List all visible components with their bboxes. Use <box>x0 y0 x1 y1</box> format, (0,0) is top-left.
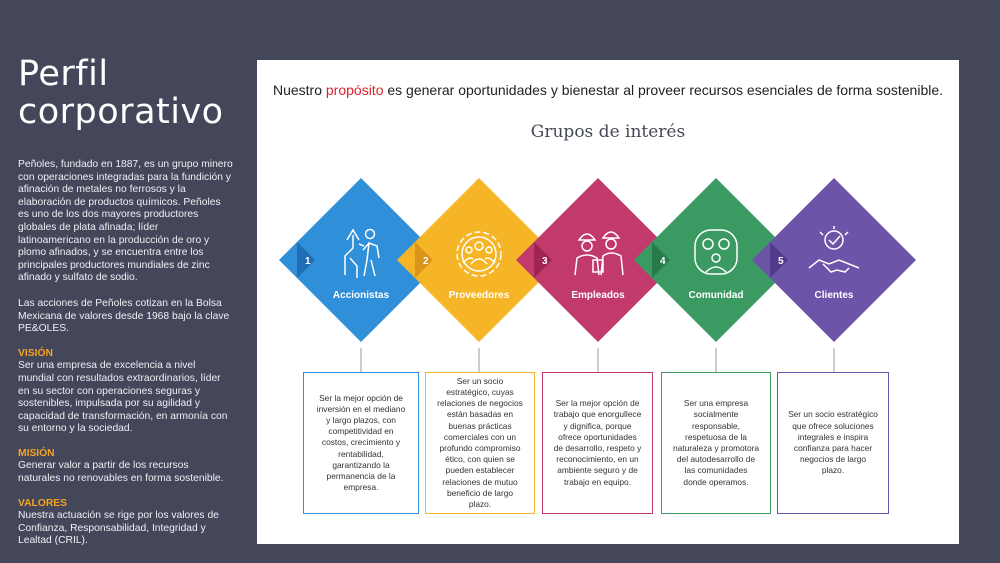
purpose-post: es generar oportunidades y bienestar al … <box>383 82 944 98</box>
valores-title: VALORES <box>18 497 68 509</box>
mision-title: MISIÓN <box>18 447 55 459</box>
groups-diagram: 1 Accionistas 2 <box>279 178 916 372</box>
group-number-3: 3 <box>542 256 548 267</box>
vision-title: VISIÓN <box>18 347 53 359</box>
connector-lines <box>360 348 835 372</box>
group-name-5: Clientes <box>815 290 854 301</box>
number-tab-2 <box>415 242 433 278</box>
description-box-3: Ser la mejor opción de trabajo que enorg… <box>542 372 653 514</box>
page-title: Perfil corporativo <box>18 55 233 131</box>
description-empleados: Ser la mejor opción de trabajo que enorg… <box>553 398 642 487</box>
intro-text: Peñoles, fundado en 1887, es un grupo mi… <box>18 159 233 284</box>
stakeholders-panel: Nuestro propósito es generar oportunidad… <box>257 60 959 544</box>
vision-text: Ser una empresa de excelencia a nivel mu… <box>18 360 228 435</box>
description-proveedores: Ser un socio estratégico, cuyas relacion… <box>437 375 523 510</box>
growth-arrow-person-icon <box>344 228 380 278</box>
community-icon <box>694 229 738 275</box>
diamond-proveedores <box>397 178 561 342</box>
groups-title: Grupos de interés <box>530 122 686 142</box>
number-tab-1 <box>297 242 315 278</box>
group-number-1: 1 <box>305 256 311 267</box>
shares-text: Las acciones de Peñoles cotizan en la Bo… <box>18 297 230 335</box>
group-name-2: Proveedores <box>449 290 510 301</box>
diamond-comunidad <box>634 178 798 342</box>
handshake-check-icon <box>808 226 860 273</box>
group-proveedores: 2 Proveedores <box>397 178 561 342</box>
diamond-clientes <box>752 178 916 342</box>
gear-people-icon <box>456 231 502 277</box>
purpose-statement: Nuestro propósito es generar oportunidad… <box>257 82 959 98</box>
valores-text: Nuestra actuación se rige por los valore… <box>18 510 219 547</box>
description-accionistas: Ser la mejor opción de inversión en el m… <box>316 392 406 493</box>
group-accionistas: 1 Accionistas <box>279 178 443 342</box>
group-name-4: Comunidad <box>689 290 744 301</box>
mision-text: Generar valor a partir de los recursos n… <box>18 460 224 485</box>
number-tab-4 <box>652 242 670 278</box>
number-tab-3 <box>534 242 552 278</box>
purpose-pre: Nuestro <box>272 82 326 98</box>
description-comunidad: Ser una empresa socialmente responsable,… <box>672 398 760 487</box>
group-number-2: 2 <box>423 256 429 267</box>
group-number-5: 5 <box>778 256 784 267</box>
workers-icon <box>574 231 624 276</box>
group-comunidad: 4 Comunidad <box>634 178 798 342</box>
description-box-1: Ser la mejor opción de inversión en el m… <box>303 372 419 514</box>
group-name-1: Accionistas <box>333 290 390 301</box>
diamond-accionistas <box>279 178 443 342</box>
group-number-4: 4 <box>660 256 666 267</box>
number-tab-5 <box>770 242 788 278</box>
group-clientes: 5 Clientes <box>752 178 916 342</box>
description-box-2: Ser un socio estratégico, cuyas relacion… <box>425 372 535 514</box>
title-line-2: corporativo <box>18 92 224 132</box>
description-box-5: Ser un socio estratégico que ofrece solu… <box>777 372 889 514</box>
description-clientes: Ser un socio estratégico que ofrece solu… <box>788 409 878 476</box>
title-line-1: Perfil <box>18 54 109 94</box>
description-box-4: Ser una empresa socialmente responsable,… <box>661 372 771 514</box>
sidebar: Perfil corporativo Peñoles, fundado en 1… <box>18 55 233 548</box>
group-name-3: Empleados <box>571 290 625 301</box>
group-empleados: 3 Empleados <box>516 178 680 342</box>
purpose-highlight: propósito <box>325 82 384 98</box>
